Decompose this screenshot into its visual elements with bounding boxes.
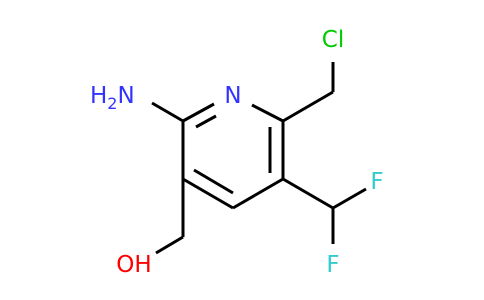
bond-n-c6 [251,103,284,123]
bond-ch2-oh [155,235,184,255]
bond-c5-chf2 [282,177,334,210]
bond-c6-ch2 [282,90,334,123]
bond-chf2-f1 [332,187,367,210]
hydroxyl-label: OH [116,252,151,278]
fluorine-label-1: F [370,169,383,195]
fluorine-label-2: F [326,252,339,278]
substituent-bonds [151,62,367,255]
bond-c2-n [182,102,215,123]
bond-c5-c4 [232,177,284,210]
amino-label: H2N [90,83,135,113]
bond-c4-c3 [182,177,234,210]
chlorine-label: Cl [322,27,344,53]
pyridine-ring [181,102,285,210]
bond-c2-n-inner [195,114,217,129]
bond-c2-nh2 [151,101,184,123]
bond-c4-c3-inner [193,168,234,195]
ring-nitrogen-label: N [224,83,241,109]
